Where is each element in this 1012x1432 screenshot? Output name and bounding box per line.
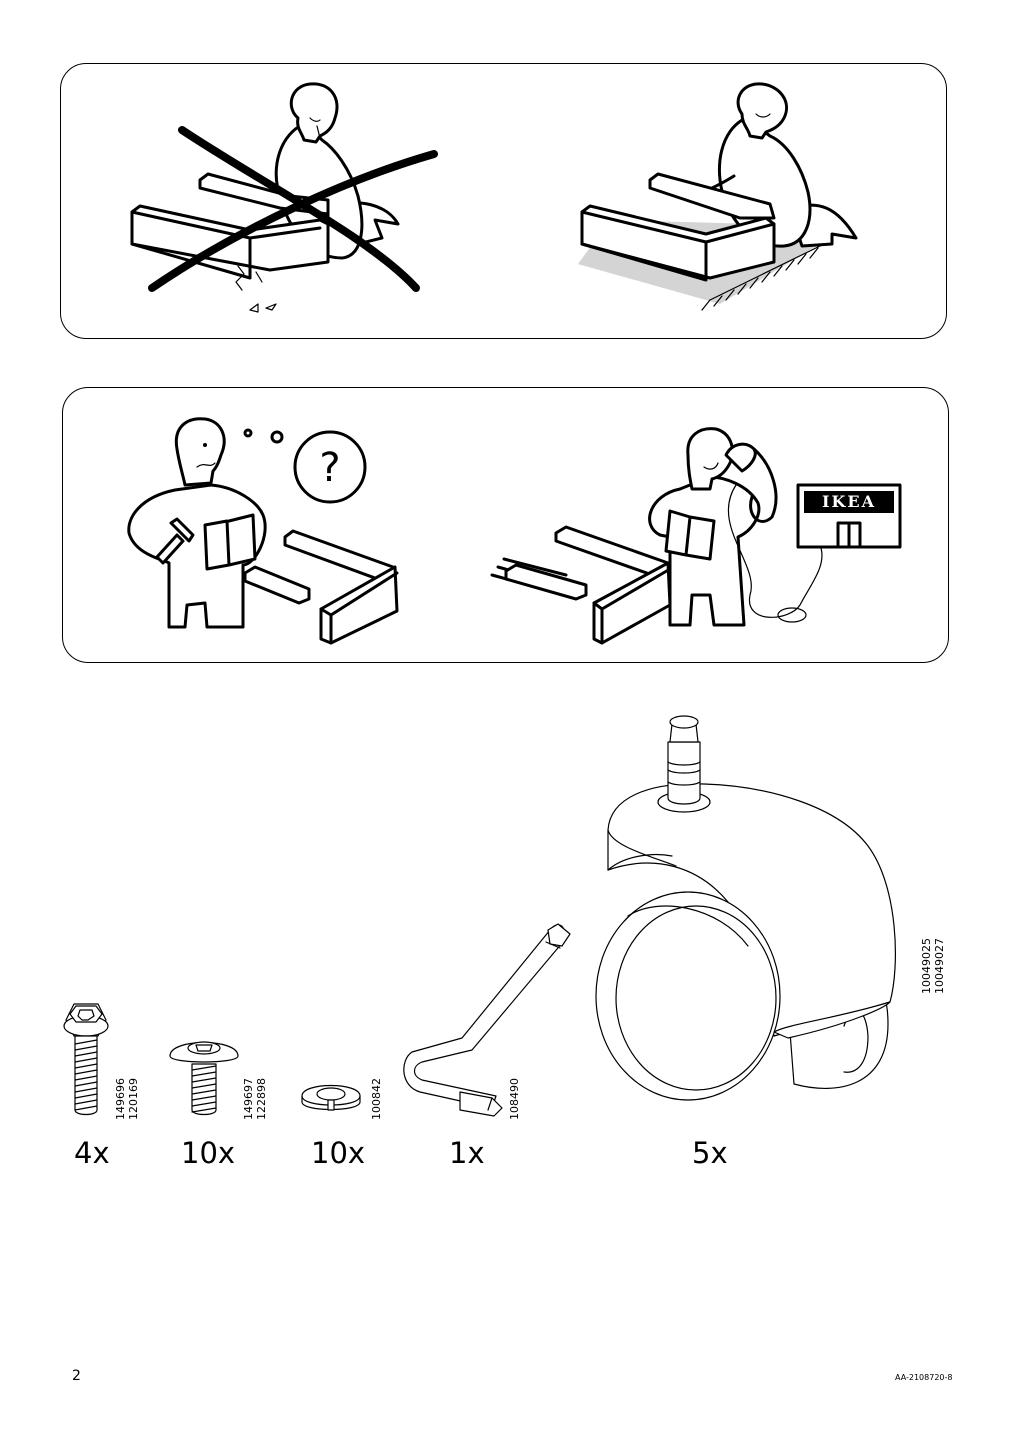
- caster-wheel-quantity: 5x: [692, 1136, 728, 1170]
- button-head-bolt-icon: [169, 1041, 239, 1116]
- button-head-bolt-quantity: 10x: [181, 1136, 236, 1170]
- flange-bolt-quantity: 4x: [74, 1136, 110, 1170]
- correct-assembly-on-rug-illustration: [578, 82, 858, 311]
- spring-washer-icon: [301, 1084, 361, 1111]
- page-number: 2: [72, 1368, 81, 1384]
- spring-washer-quantity: 10x: [311, 1136, 366, 1170]
- confused-person-with-manual-illustration: ?: [127, 417, 399, 645]
- call-ikea-for-help-illustration: IKEA: [490, 427, 902, 645]
- store-sign: IKEA: [822, 492, 876, 511]
- help-instruction-panel: [62, 387, 949, 663]
- document-id: AA-2108720-8: [895, 1373, 953, 1382]
- allen-key-icon: [403, 923, 571, 1117]
- care-instruction-panel: [60, 63, 947, 339]
- button-head-bolt-article-numbers: 149697 122898: [242, 1078, 268, 1120]
- flange-bolt-icon: [63, 1003, 109, 1116]
- caster-wheel-icon: [595, 715, 896, 1101]
- wrong-assembly-on-hard-floor-illustration: [130, 82, 438, 313]
- spring-washer-article-numbers: 100842: [370, 1078, 383, 1120]
- allen-key-quantity: 1x: [449, 1136, 485, 1170]
- caster-wheel-article-numbers: 10049025 10049027: [920, 938, 946, 994]
- flange-bolt-article-numbers: 149696 120169: [114, 1078, 140, 1120]
- allen-key-article-numbers: 108490: [508, 1078, 521, 1120]
- question-mark-icon: ?: [319, 445, 340, 491]
